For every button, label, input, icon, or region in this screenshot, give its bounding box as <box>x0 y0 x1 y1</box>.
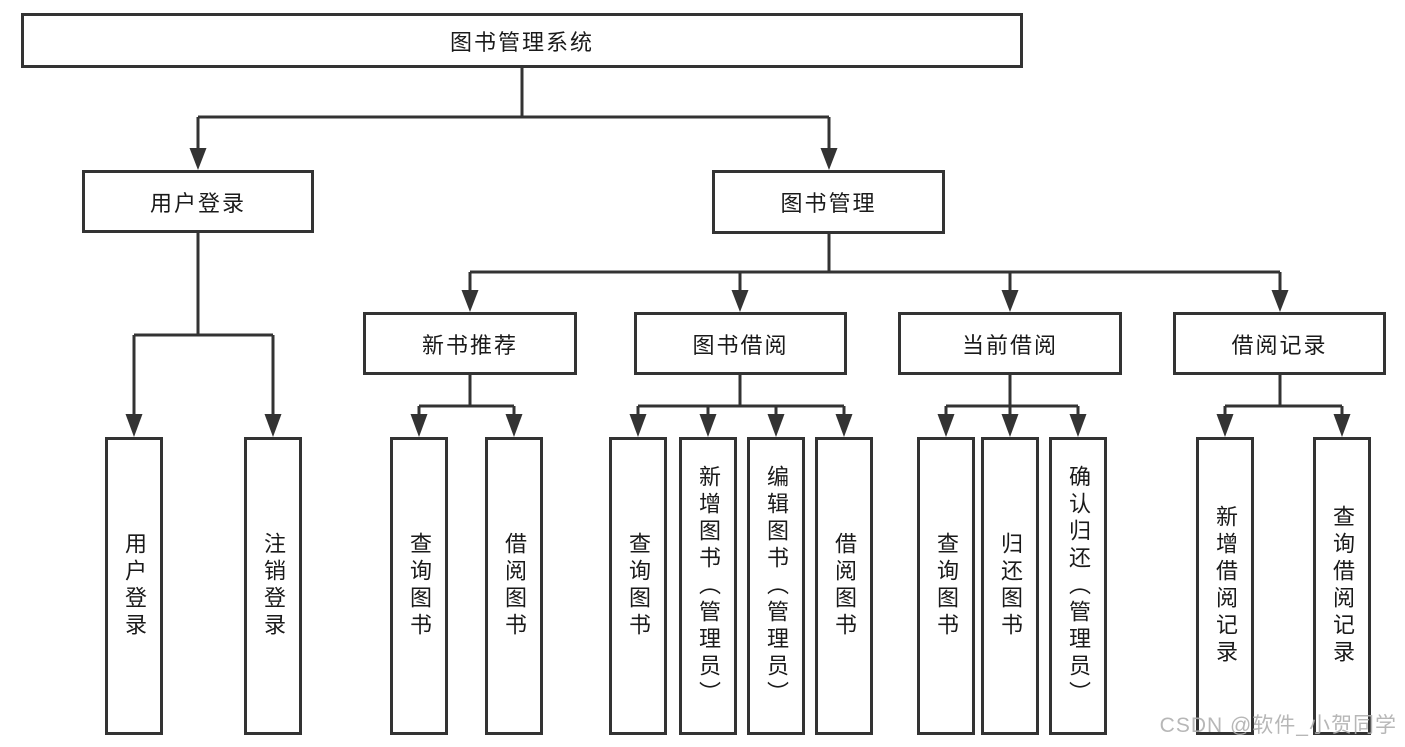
node-user-login: 用户登录 <box>82 170 314 233</box>
arrow-icon <box>835 414 853 437</box>
leaf-query-book-borrowing-label: 查询图书 <box>626 532 651 640</box>
leaf-add-borrow-record: 新增借阅记录 <box>1196 437 1254 735</box>
node-borrowing-records: 借阅记录 <box>1173 312 1386 375</box>
leaf-confirm-return-admin: 确认归还（管理员） <box>1049 437 1107 735</box>
node-book-borrowing: 图书借阅 <box>634 312 847 375</box>
arrow-icon <box>699 414 717 437</box>
leaf-user-login-label: 用户登录 <box>122 532 147 640</box>
arrow-icon <box>1069 414 1087 437</box>
leaf-add-borrow-record-label: 新增借阅记录 <box>1213 505 1238 667</box>
node-root-label: 图书管理系统 <box>449 29 594 55</box>
node-root: 图书管理系统 <box>21 13 1023 68</box>
node-current-borrowing-label: 当前借阅 <box>961 332 1058 358</box>
leaf-logout: 注销登录 <box>244 437 302 735</box>
arrow-icon <box>731 290 749 312</box>
node-user-login-label: 用户登录 <box>149 190 246 216</box>
arrow-icon <box>937 414 955 437</box>
node-book-management: 图书管理 <box>712 170 945 234</box>
csdn-watermark: CSDN @软件_小贺同学 <box>1159 714 1397 737</box>
leaf-query-book-current-label: 查询图书 <box>934 532 959 640</box>
arrow-icon <box>189 148 207 170</box>
leaf-confirm-return-admin-label: 确认归还（管理员） <box>1066 464 1091 708</box>
leaf-edit-book-admin: 编辑图书（管理员） <box>747 437 805 735</box>
leaf-query-book-recommend-label: 查询图书 <box>407 532 432 640</box>
node-new-book-recommendation: 新书推荐 <box>363 312 577 375</box>
leaf-add-book-admin: 新增图书（管理员） <box>679 437 737 735</box>
arrow-icon <box>767 414 785 437</box>
leaf-return-book: 归还图书 <box>981 437 1039 735</box>
leaf-borrow-book-label: 借阅图书 <box>832 532 857 640</box>
arrow-icon <box>629 414 647 437</box>
arrow-icon <box>125 414 143 437</box>
node-borrowing-records-label: 借阅记录 <box>1231 332 1328 358</box>
arrow-icon <box>1271 290 1289 312</box>
arrow-icon <box>410 414 428 437</box>
node-book-management-label: 图书管理 <box>780 191 877 216</box>
leaf-borrow-book-recommend: 借阅图书 <box>485 437 543 735</box>
arrow-icon <box>1216 414 1234 437</box>
node-current-borrowing: 当前借阅 <box>898 312 1122 375</box>
leaf-add-book-admin-label: 新增图书（管理员） <box>696 464 721 708</box>
arrow-icon <box>505 414 523 437</box>
arrow-icon <box>1001 414 1019 437</box>
arrow-icon <box>461 290 479 312</box>
leaf-borrow-book: 借阅图书 <box>815 437 873 735</box>
leaf-query-borrow-record: 查询借阅记录 <box>1313 437 1371 735</box>
leaf-user-login: 用户登录 <box>105 437 163 735</box>
leaf-query-book-recommend: 查询图书 <box>390 437 448 735</box>
leaf-query-borrow-record-label: 查询借阅记录 <box>1330 505 1355 667</box>
leaf-query-book-current: 查询图书 <box>917 437 975 735</box>
leaf-return-book-label: 归还图书 <box>998 532 1023 640</box>
node-new-book-recommendation-label: 新书推荐 <box>421 332 518 358</box>
leaf-query-book-borrowing: 查询图书 <box>609 437 667 735</box>
arrow-icon <box>1333 414 1351 437</box>
leaf-borrow-book-recommend-label: 借阅图书 <box>502 532 527 640</box>
node-book-borrowing-label: 图书借阅 <box>692 332 789 358</box>
arrow-icon <box>264 414 282 437</box>
arrow-icon <box>1001 290 1019 312</box>
leaf-logout-label: 注销登录 <box>261 532 286 640</box>
arrow-icon <box>820 148 838 170</box>
leaf-edit-book-admin-label: 编辑图书（管理员） <box>764 464 789 708</box>
